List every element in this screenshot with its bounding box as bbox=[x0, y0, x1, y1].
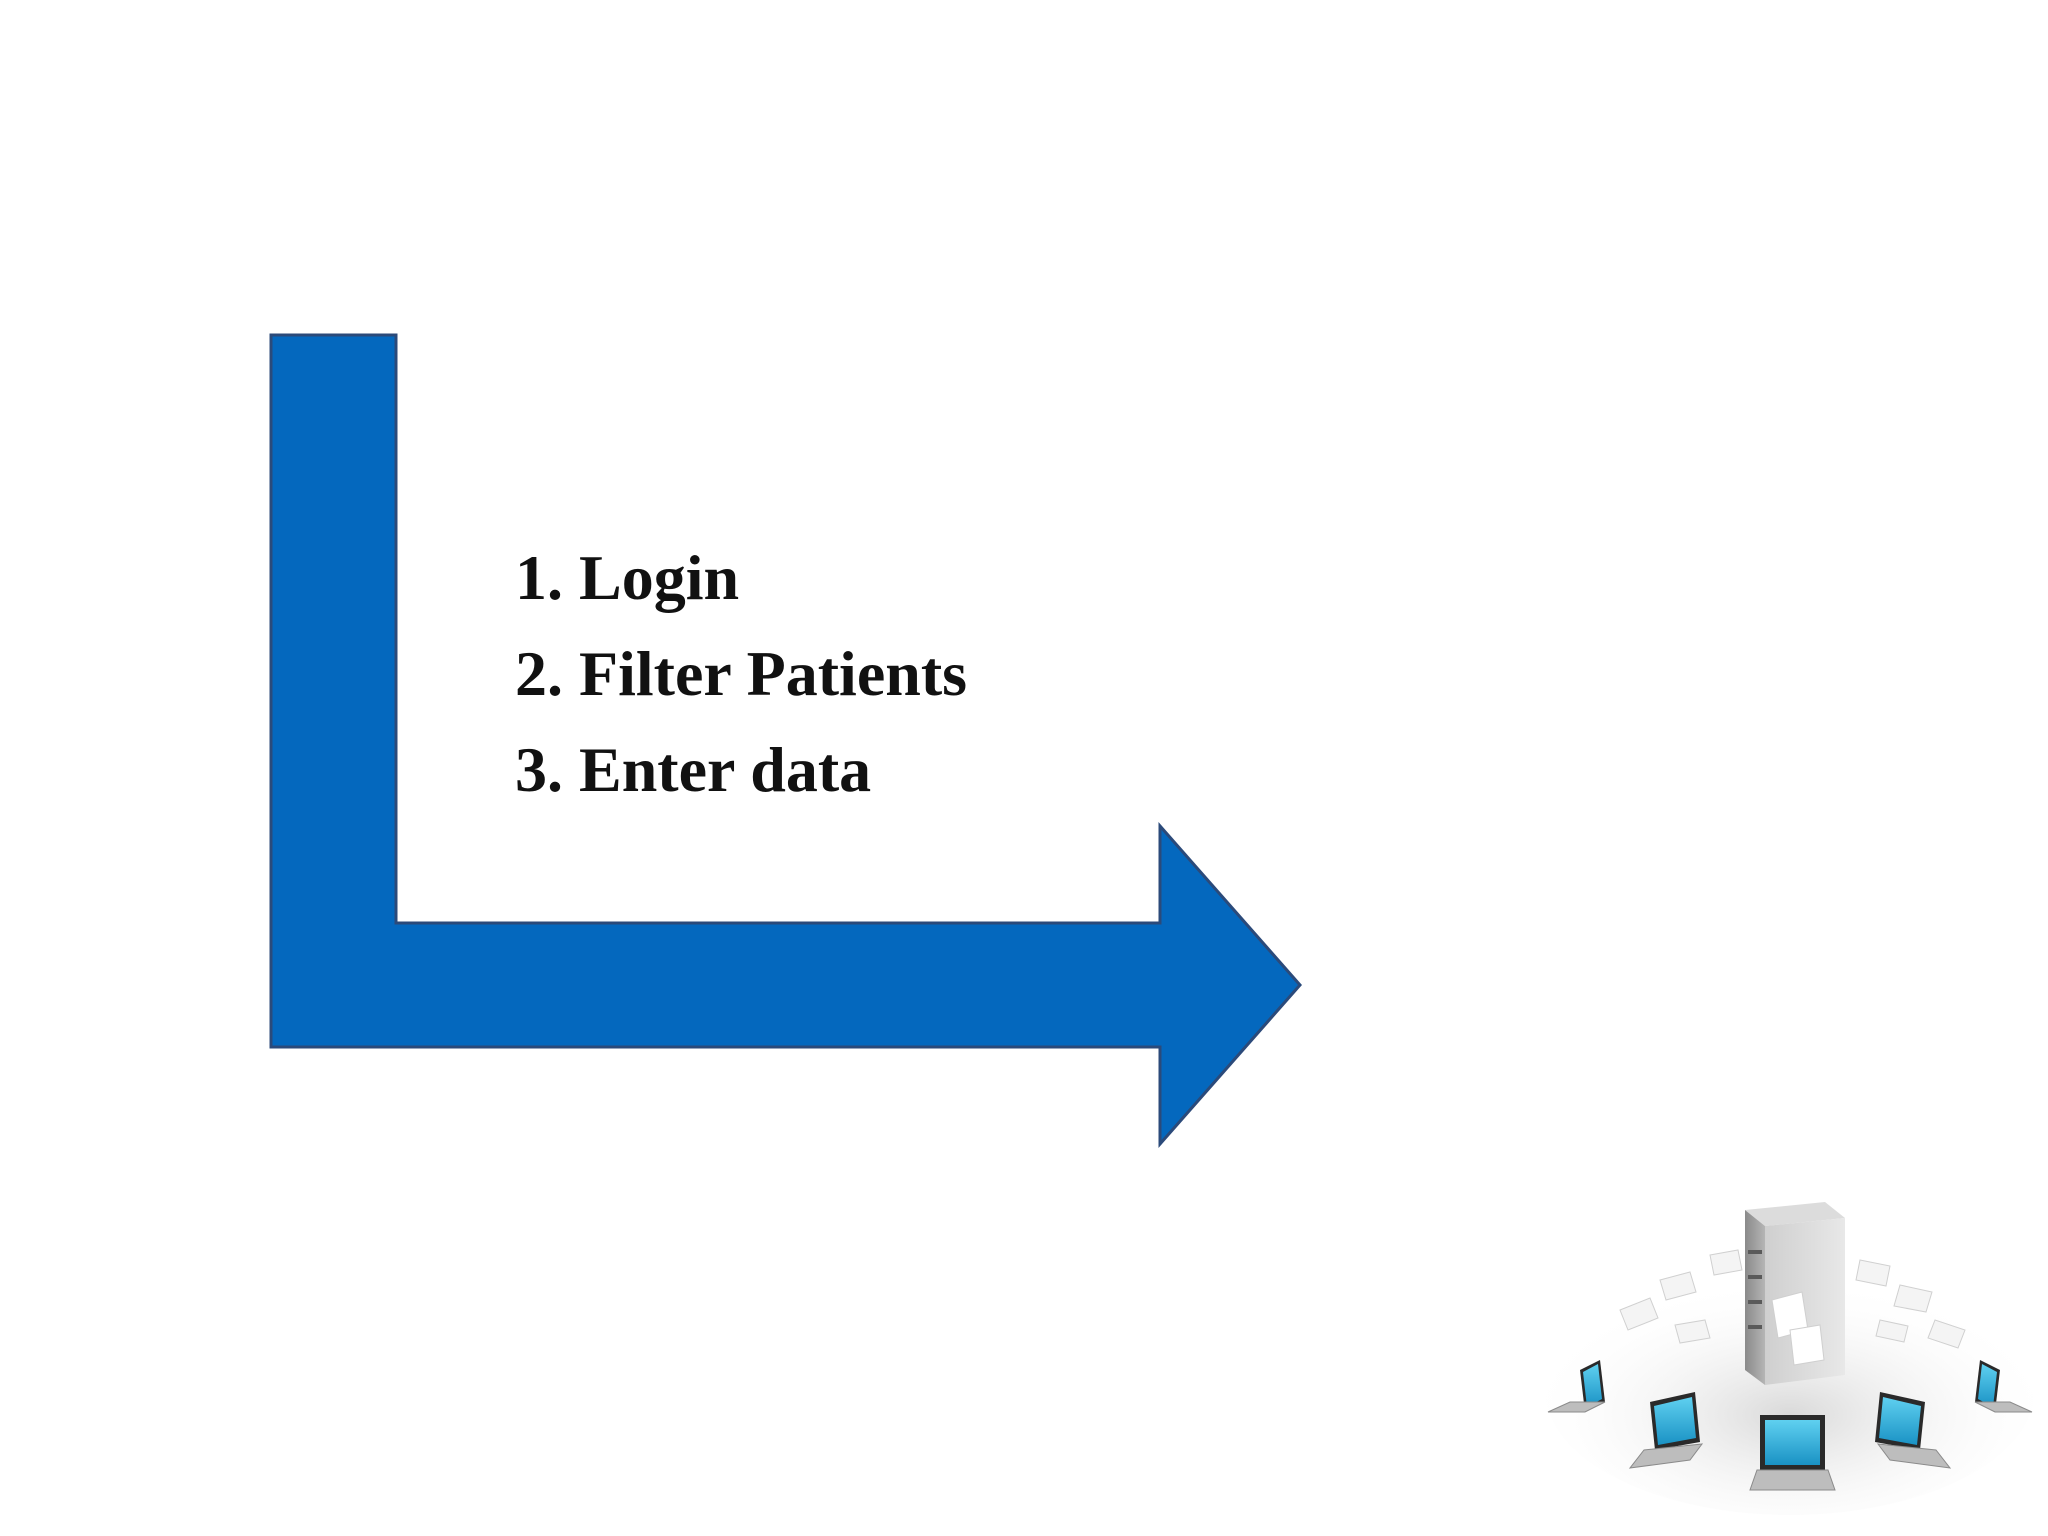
bent-arrow-shape bbox=[269, 333, 1302, 1148]
step-login: 1. Login bbox=[515, 542, 740, 613]
laptop-icon bbox=[1547, 1360, 2033, 1491]
step-enter-data: 3. Enter data bbox=[515, 734, 872, 805]
step-list: 1. Login 2. Filter Patients 3. Enter dat… bbox=[515, 530, 967, 818]
server-tower-icon bbox=[1745, 1202, 1845, 1385]
server-network-icon bbox=[1545, 1202, 2035, 1515]
step-filter-patients: 2. Filter Patients bbox=[515, 638, 968, 709]
